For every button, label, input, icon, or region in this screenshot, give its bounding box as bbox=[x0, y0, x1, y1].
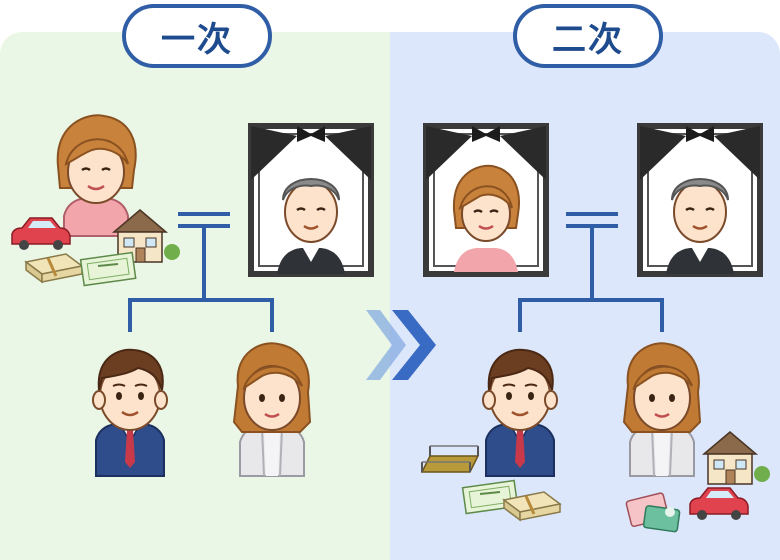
car-icon bbox=[11, 217, 71, 251]
son-figure bbox=[481, 348, 559, 477]
daughter-figure bbox=[232, 342, 312, 477]
children-connector-right bbox=[518, 228, 664, 332]
bankbook-icon bbox=[625, 491, 681, 533]
marriage-connector-right bbox=[566, 212, 618, 228]
father-memorial-portrait bbox=[640, 126, 760, 274]
father-memorial-portrait bbox=[251, 126, 371, 274]
primary-inheritance-title: 一次 bbox=[122, 4, 272, 68]
secondary-inheritance-title: 二次 bbox=[513, 4, 663, 68]
son-figure bbox=[91, 348, 169, 477]
marriage-connector-left bbox=[178, 212, 230, 228]
mother-figure bbox=[56, 114, 137, 237]
primary-inheritance-panel bbox=[0, 32, 390, 560]
mother-memorial-portrait bbox=[426, 126, 546, 274]
car-icon bbox=[689, 487, 749, 521]
daughter-figure bbox=[622, 342, 702, 477]
house-icon bbox=[703, 431, 771, 485]
children-connector-left bbox=[128, 228, 274, 332]
cash-bundle-icon bbox=[24, 252, 84, 284]
land-plot-icon bbox=[421, 445, 479, 473]
securities-certificate-icon bbox=[79, 251, 137, 287]
transition-arrow-icon bbox=[366, 310, 436, 380]
